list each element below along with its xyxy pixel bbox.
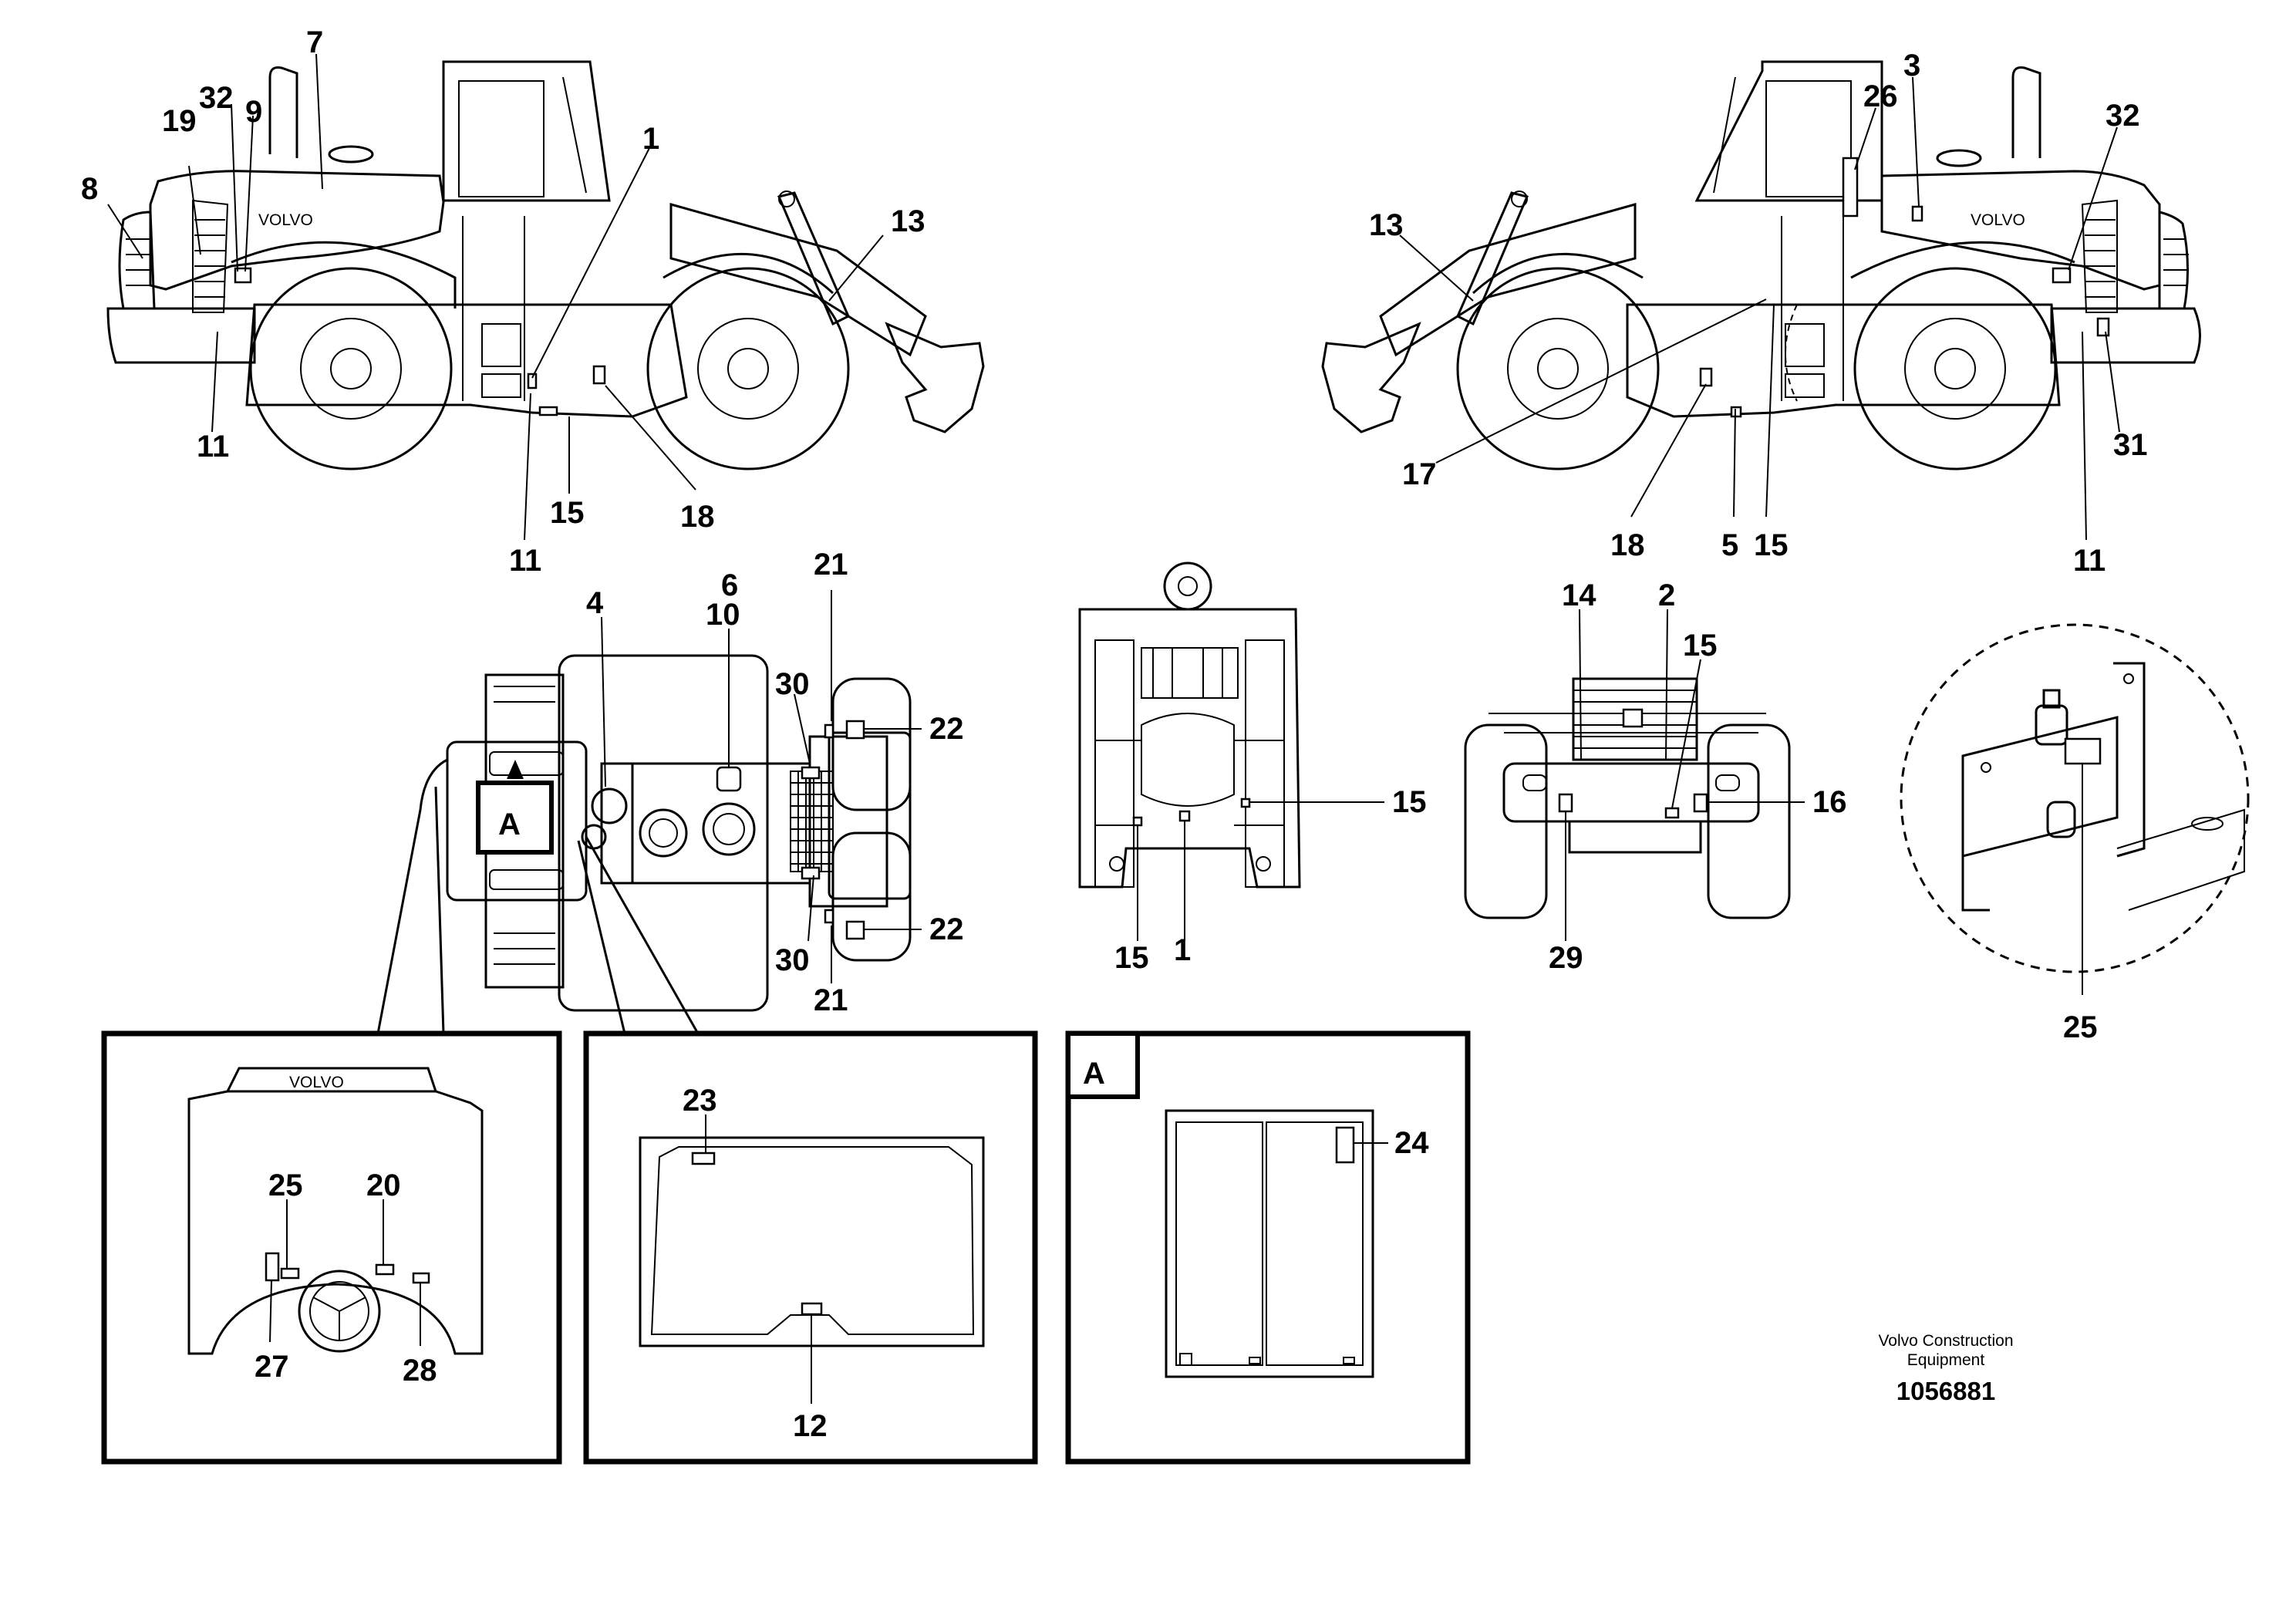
callout-12: 12	[793, 1409, 828, 1443]
callout-11: 11	[2073, 544, 2106, 578]
dashboard-brand: VOLVO	[289, 1074, 344, 1091]
right-hood-brand: VOLVO	[1971, 211, 2025, 229]
view-marker-a: A	[498, 808, 521, 841]
callout-10: 10	[706, 598, 740, 632]
footer-part-number: 1056881	[1896, 1377, 1995, 1405]
right-side-view: VOLVO 3 26 32 13 31 17 18 5 15 11	[1321, 49, 2201, 578]
callout-9: 9	[245, 95, 262, 129]
callout-5: 5	[1721, 528, 1738, 562]
callout-15: 15	[550, 496, 585, 530]
callout-16: 16	[1812, 785, 1847, 819]
window-detail: 23 12	[583, 1030, 1038, 1465]
footer: Volvo Construction Equipment 1056881	[1878, 1332, 2013, 1405]
callout-2: 2	[1658, 578, 1675, 612]
callout-24: 24	[1394, 1126, 1429, 1160]
callout-17: 17	[1402, 457, 1437, 491]
rear-view: 14 2 15 16 29	[1464, 578, 1847, 975]
top-view: A 4 6 10 21 30 22 22 30 21	[446, 548, 964, 1017]
callout-31: 31	[2113, 428, 2148, 462]
dashboard-detail: VOLVO 25 20 27 28	[101, 1030, 562, 1465]
callout-4: 4	[586, 586, 604, 620]
callout-3: 3	[1903, 49, 1920, 83]
door-view-marker-a: A	[1083, 1057, 1105, 1091]
callout-21a: 21	[814, 548, 848, 582]
callout-15a: 15	[1114, 941, 1149, 975]
footer-brand-line1: Volvo Construction	[1878, 1332, 2013, 1350]
callout-21b: 21	[814, 983, 848, 1017]
callout-30b: 30	[775, 943, 810, 977]
callout-22a: 22	[929, 712, 964, 746]
callout-26: 26	[1863, 79, 1898, 113]
callout-32: 32	[199, 81, 234, 115]
callout-11b: 11	[509, 544, 541, 578]
callout-13: 13	[891, 204, 925, 238]
callout-1: 1	[642, 122, 659, 156]
callout-6: 6	[721, 568, 738, 602]
callout-23: 23	[683, 1084, 717, 1118]
detail-connectors	[376, 758, 700, 1034]
callout-22b: 22	[929, 912, 964, 946]
callout-15: 15	[1754, 528, 1789, 562]
callout-7: 7	[306, 25, 323, 59]
footer-brand-line2: Equipment	[1907, 1351, 1985, 1369]
callout-25: 25	[268, 1168, 303, 1202]
callout-28: 28	[403, 1354, 437, 1388]
door-detail: A 24	[1065, 1030, 1471, 1465]
left-side-view: VOLVO 7 32 9 19 8 1 13 11 15 18 11	[81, 25, 985, 578]
callout-29: 29	[1549, 941, 1583, 975]
callout-19: 19	[162, 104, 197, 138]
callout-18: 18	[1610, 528, 1645, 562]
callout-15: 15	[1683, 629, 1718, 663]
callout-30a: 30	[775, 667, 810, 701]
callout-32: 32	[2106, 99, 2140, 133]
callout-11a: 11	[197, 430, 229, 464]
detail-circle-view: 25	[1900, 623, 2250, 1044]
callout-14: 14	[1562, 578, 1596, 612]
callout-13: 13	[1369, 208, 1404, 242]
callout-18: 18	[680, 500, 715, 534]
left-hood-brand: VOLVO	[258, 211, 313, 229]
callout-27: 27	[255, 1350, 289, 1384]
callout-25: 25	[2063, 1010, 2098, 1044]
callout-8: 8	[81, 172, 98, 206]
callout-20: 20	[366, 1168, 401, 1202]
frame-view: 15 15 1	[1078, 561, 1427, 975]
callout-1: 1	[1174, 933, 1191, 967]
callout-15b: 15	[1392, 785, 1427, 819]
